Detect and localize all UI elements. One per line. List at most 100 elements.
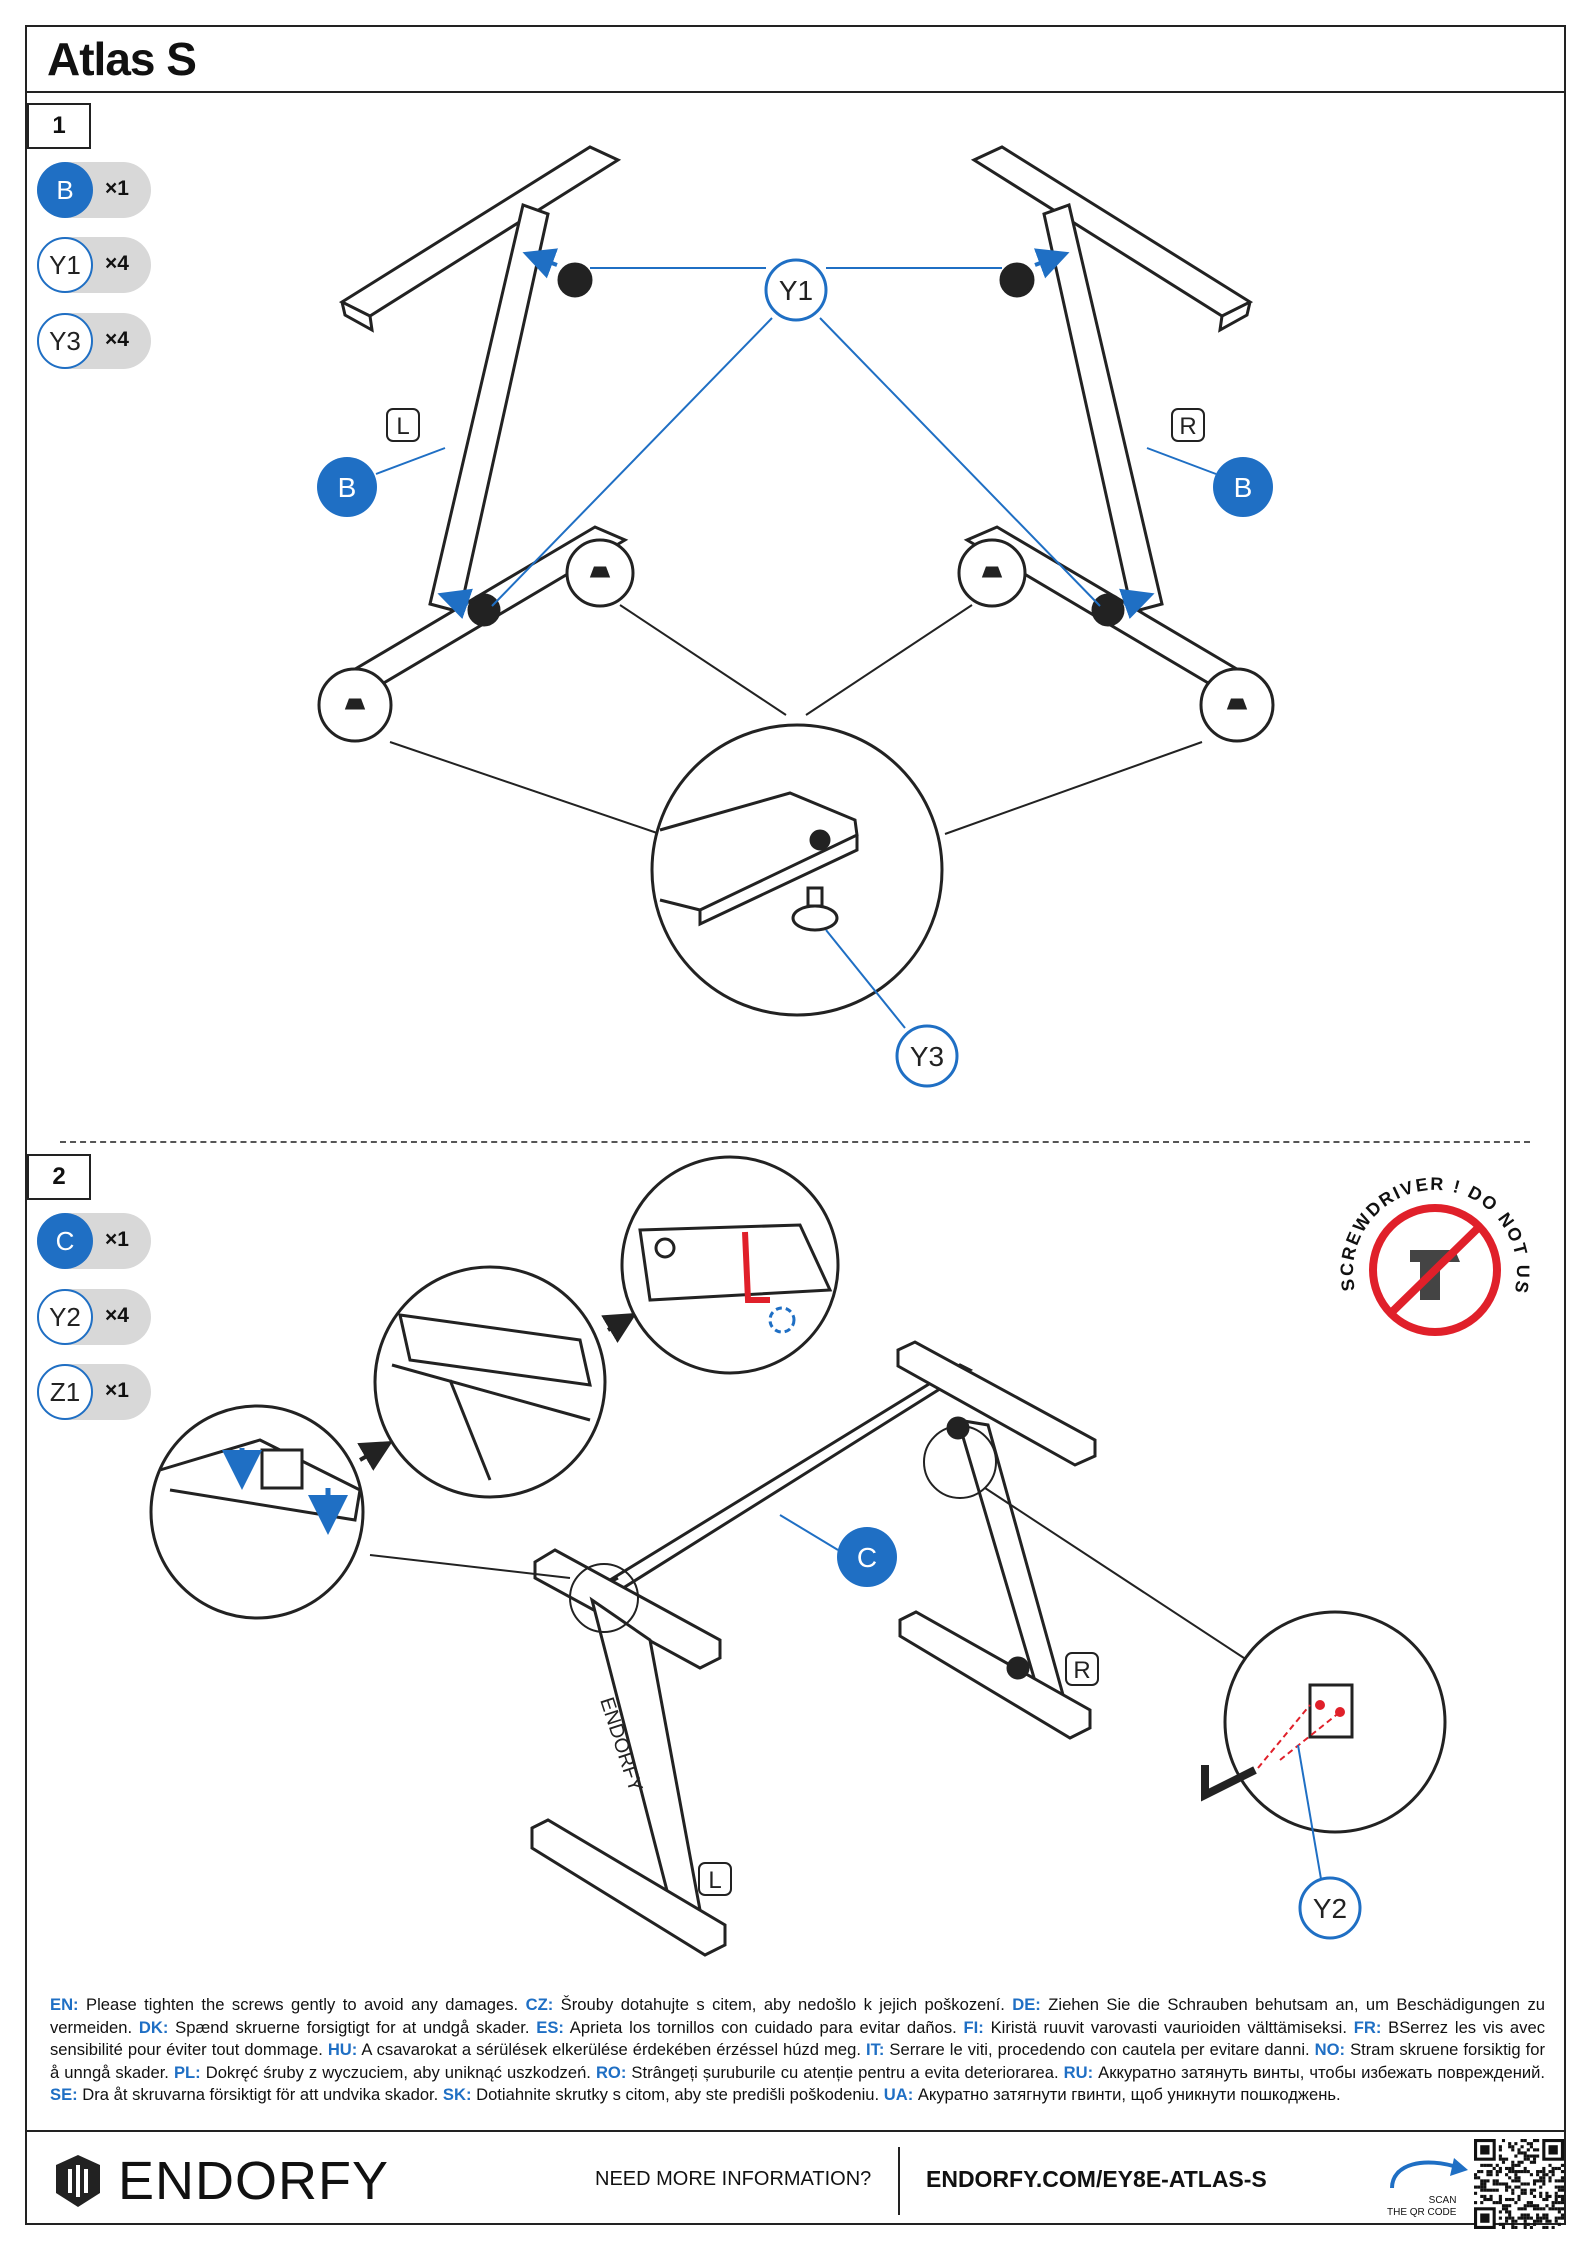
brand-name: ENDORFY xyxy=(118,2151,390,2211)
lang-code: DK: xyxy=(138,2017,169,2037)
right-leg-frame xyxy=(957,145,1275,743)
step-1-number: 1 xyxy=(27,103,91,149)
scan-sub-label: THE QR CODE xyxy=(1387,2207,1457,2218)
multilingual-instructions: EN: Please tighten the screws gently to … xyxy=(50,1994,1545,2107)
lang-code: HU: xyxy=(327,2040,358,2060)
need-more-info-text: NEED MORE INFORMATION? xyxy=(595,2168,872,2190)
svg-text:R: R xyxy=(1073,1657,1090,1684)
lang-text: Spænd skruerne forsigtigt for at undgå s… xyxy=(168,2017,537,2037)
support-url-link[interactable]: ENDORFY.COM/EY8E-ATLAS-S xyxy=(926,2166,1267,2192)
scan-qr-label: SCAN THE QR CODE xyxy=(1387,2195,1456,2219)
qr-code-icon[interactable] xyxy=(1474,2139,1564,2229)
part-y2: Y2 ×4 xyxy=(37,1289,151,1345)
page-title: Atlas S xyxy=(47,33,197,85)
part-y3-badge: Y3 xyxy=(37,313,93,369)
part-c-qty: ×1 xyxy=(105,1228,129,1251)
step-2-number: 2 xyxy=(27,1154,91,1200)
svg-text:SCREWDRIVER ! DO NOT USE ELECT: SCREWDRIVER ! DO NOT USE ELECTRIC xyxy=(0,0,1531,1297)
y3-detail-leaders xyxy=(389,604,1203,835)
lang-text: Kiristä ruuvit varovasti vaurioiden vält… xyxy=(983,2017,1354,2037)
lang-text: Aprieta los tornillos con cuidado para e… xyxy=(563,2017,964,2037)
lang-text: Stram skruene forsiktig for å unngå skad… xyxy=(50,2040,1545,2082)
callout-c: C xyxy=(779,1514,897,1587)
part-z1-qty: ×1 xyxy=(105,1379,129,1402)
detail-zoom-insert xyxy=(149,1404,393,1620)
part-z1: Z1 ×1 xyxy=(37,1364,151,1420)
part-y1-badge: Y1 xyxy=(37,237,93,293)
part-z1-badge: Z1 xyxy=(37,1364,93,1420)
warning-badge-text: SCREWDRIVER ! DO NOT USE ELECTRIC xyxy=(0,0,1531,1297)
lang-code: UA: xyxy=(883,2085,914,2105)
lang-code: RO: xyxy=(595,2062,627,2082)
lang-text: Serrare le viti, procedendo con cautela … xyxy=(884,2040,1315,2060)
lang-text: Ziehen Sie die Schrauben behutsam an, um… xyxy=(50,1995,1545,2037)
step-divider xyxy=(60,1141,1530,1143)
part-y1-qty: ×4 xyxy=(105,252,129,275)
lang-code: FI: xyxy=(963,2017,984,2037)
detail-zoom-screws xyxy=(1201,1610,1447,1909)
crossbar-c xyxy=(597,1363,974,1592)
lang-text: Dotiahnite skrutky s citom, aby ste pred… xyxy=(471,2085,884,2105)
part-y2-qty: ×4 xyxy=(105,1304,129,1327)
lang-code: IT: xyxy=(865,2040,885,2060)
step2-left-frame: ENDORFY xyxy=(530,1548,727,1957)
tag-left: L xyxy=(386,408,420,442)
tag-step2-left: L xyxy=(698,1862,732,1896)
callout-y1-label: Y1 xyxy=(779,275,813,306)
lang-code: DE: xyxy=(1012,1995,1041,2014)
lang-text: BSerrez les vis avec sensibilité pour év… xyxy=(50,2017,1545,2060)
detail-zoom-aligned xyxy=(373,1265,637,1499)
part-y1: Y1 ×4 xyxy=(37,237,151,293)
footer-divider xyxy=(25,2130,1566,2132)
lang-code: SE: xyxy=(50,2085,78,2105)
part-c-badge: C xyxy=(37,1213,93,1269)
callout-b-left: B xyxy=(317,457,377,517)
lang-text: Dra åt skruvarna försiktigt för att undv… xyxy=(77,2085,443,2105)
part-y3-qty: ×4 xyxy=(105,328,129,351)
step2-detail-leaders xyxy=(369,1425,1248,1661)
part-b-qty: ×1 xyxy=(105,177,129,200)
svg-text:R: R xyxy=(1179,413,1196,440)
y3-detail-zoom xyxy=(650,723,944,1029)
part-b-badge: B xyxy=(37,162,93,218)
callout-b-left-label: B xyxy=(338,472,357,503)
callout-y2-label: Y2 xyxy=(1313,1893,1347,1924)
lang-text: Please tighten the screws gently to avoi… xyxy=(78,1995,526,2014)
callout-c-label: C xyxy=(857,1542,877,1573)
lang-code: NO: xyxy=(1314,2040,1346,2060)
part-c: C ×1 xyxy=(37,1213,151,1269)
part-y2-badge: Y2 xyxy=(37,1289,93,1345)
footer-separator xyxy=(898,2147,900,2215)
lang-text: Акуратно затягнути гвинти, щоб уникнути … xyxy=(913,2085,1341,2105)
tag-right: R xyxy=(1171,408,1205,442)
lang-code: CZ: xyxy=(525,1995,554,2014)
scan-arrow-icon xyxy=(1390,2158,1468,2189)
endorfy-logo-icon xyxy=(56,2155,100,2207)
lang-code: RU: xyxy=(1063,2062,1094,2082)
lang-text: Dokręć śruby z wyczuciem, aby uniknąć us… xyxy=(200,2062,596,2082)
lang-code: PL: xyxy=(173,2062,201,2082)
callout-y3: Y3 xyxy=(895,1024,959,1088)
left-leg-frame xyxy=(317,145,635,743)
svg-text:L: L xyxy=(708,1867,721,1894)
detail-zoom-hex-key xyxy=(620,1155,840,1375)
no-electric-screwdriver-badge: SCREWDRIVER ! DO NOT USE ELECTRIC xyxy=(0,0,1531,1336)
lang-text: Аккуратно затянуть винты, чтобы избежать… xyxy=(1093,2062,1546,2082)
page-frame xyxy=(25,25,1566,2225)
y1-leader-lines xyxy=(375,267,1217,607)
header-divider xyxy=(25,91,1566,93)
lang-text: A csavarokat a sérülések elkerülése érde… xyxy=(357,2040,866,2060)
callout-b-right: B xyxy=(1213,457,1273,517)
lang-code: FR: xyxy=(1353,2017,1382,2037)
callout-b-right-label: B xyxy=(1234,472,1253,503)
lang-code: SK: xyxy=(442,2085,472,2105)
tag-step2-right: R xyxy=(1065,1652,1099,1686)
callout-y3-label: Y3 xyxy=(910,1041,944,1072)
footer-brand: ENDORFY xyxy=(52,2150,389,2212)
lang-code: EN: xyxy=(50,1995,79,2014)
step2-right-frame xyxy=(896,1340,1097,1740)
scan-label: SCAN xyxy=(1428,2195,1457,2206)
lang-text: Strângeți șuruburile cu atenție pentru a… xyxy=(626,2062,1064,2082)
part-b: B ×1 xyxy=(37,162,151,218)
